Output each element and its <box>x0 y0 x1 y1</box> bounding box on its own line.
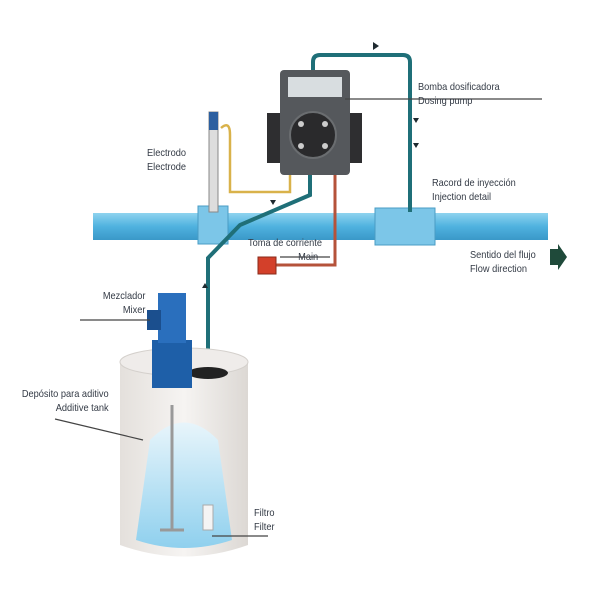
power-label-es: Toma de corriente <box>248 237 322 249</box>
electrode-label-en: Electrode <box>147 161 187 173</box>
injection-fitting <box>374 207 436 246</box>
dosing-pump <box>267 70 362 175</box>
electrode-cable <box>220 123 292 194</box>
direction-arrows <box>202 42 419 288</box>
injection-label-en: Injection detail <box>432 191 492 203</box>
power-label-en: Main <box>298 251 319 263</box>
mixer-label-en: Mixer <box>122 304 145 316</box>
electrode-label-es: Electrodo <box>147 147 187 159</box>
power-socket <box>257 256 277 275</box>
mixer-label-es: Mezclador <box>102 290 145 302</box>
suction-tube <box>206 168 312 372</box>
filter-label-es: Filtro <box>254 507 275 519</box>
additive-tank <box>119 347 249 557</box>
tank-label-es: Depósito para aditivo <box>22 388 109 400</box>
flow-label-es: Sentido del flujo <box>470 249 536 261</box>
filter-label-en: Filter <box>254 521 275 533</box>
flow-arrow-icon <box>550 244 567 270</box>
leader-lines <box>54 98 542 537</box>
discharge-tube <box>311 53 412 212</box>
tank-label-en: Additive tank <box>56 402 109 414</box>
flow-label-en: Flow direction <box>470 263 528 275</box>
injection-label-es: Racord de inyección <box>432 177 516 189</box>
main-pipe <box>93 213 548 240</box>
pump-label-en: Dosing pump <box>418 95 473 107</box>
power-cable <box>276 170 337 267</box>
pump-label-es: Bomba dosificadora <box>418 81 500 93</box>
mixer <box>147 293 192 388</box>
